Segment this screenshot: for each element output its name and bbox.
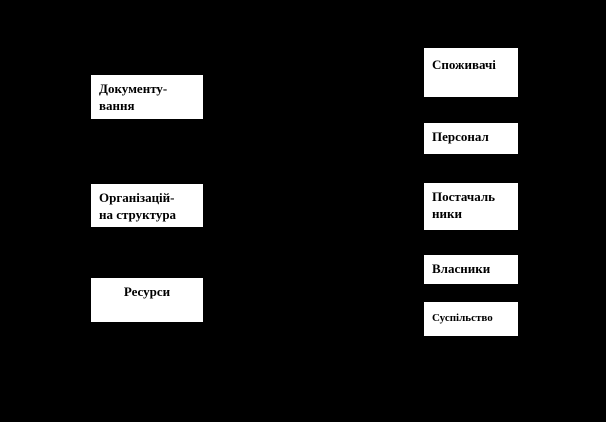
box-consumers: Споживачі <box>423 47 519 98</box>
box-suppliers: Постачаль ники <box>423 182 519 231</box>
box-society: Суспільство <box>423 301 519 337</box>
box-organizational-structure: Організацій- на структура <box>90 183 204 228</box>
box-personnel: Персонал <box>423 122 519 155</box>
box-documentation: Документу- вання <box>90 74 204 120</box>
box-resources: Ресурси <box>90 277 204 323</box>
box-owners: Власники <box>423 254 519 285</box>
